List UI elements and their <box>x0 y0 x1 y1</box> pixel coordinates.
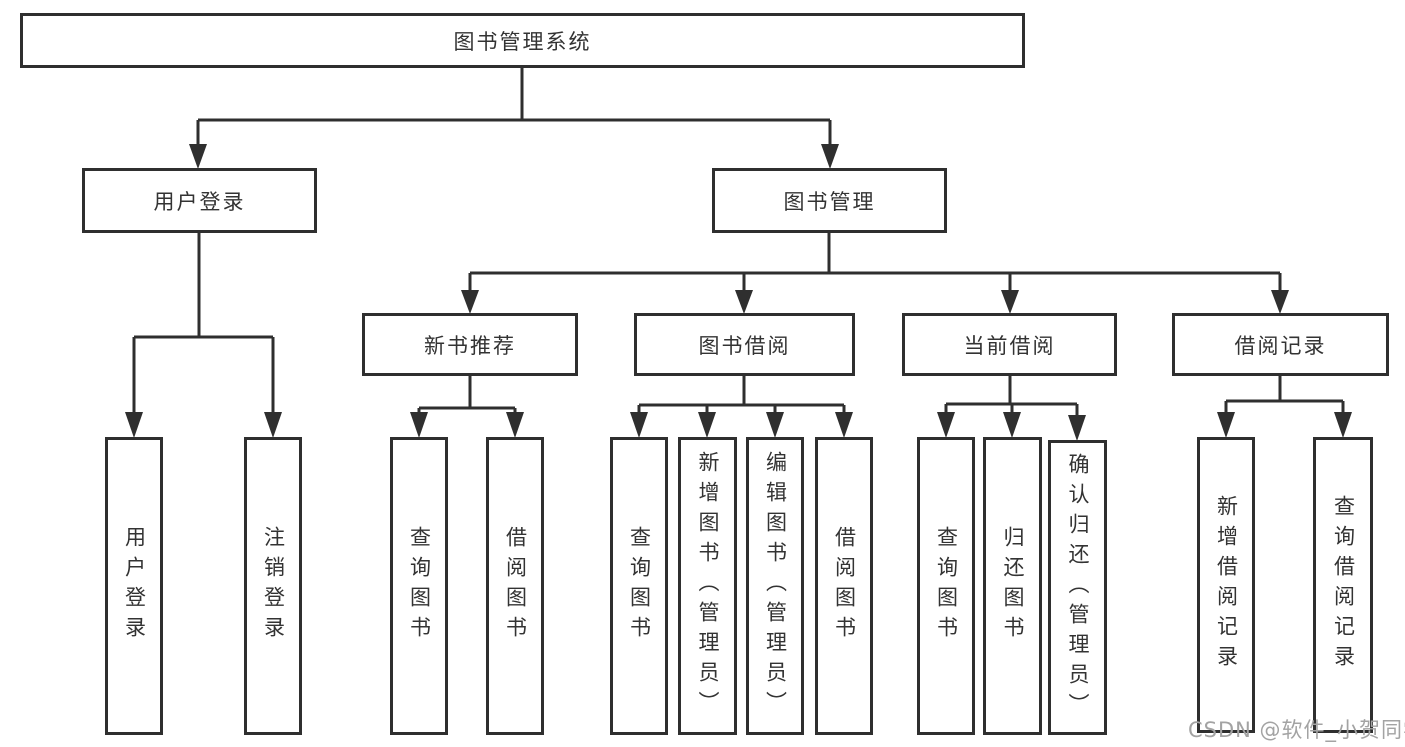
node-book-management: 图书管理 <box>712 168 947 233</box>
node-user-login: 用户登录 <box>82 168 317 233</box>
connector-new-book <box>417 376 517 415</box>
node-user-login-label: 用户登录 <box>153 189 246 214</box>
leaf-query-books-recommend: 查询图书 <box>390 437 448 735</box>
csdn-watermark: CSDN @软件_小贺同学 <box>1188 718 1405 742</box>
leaf-return-books: 归还图书 <box>983 437 1042 735</box>
leaf-query-books-borrowing: 查询图书 <box>610 437 668 735</box>
leaf-query-borrow-record: 查询借阅记录 <box>1313 437 1373 733</box>
arrowheads <box>125 144 1352 441</box>
leaf-query-books-borrowing-label: 查询图书 <box>627 526 652 646</box>
node-current-borrowing-label: 当前借阅 <box>963 333 1056 358</box>
node-borrowing-records-label: 借阅记录 <box>1234 333 1327 358</box>
connector-book-management <box>468 233 1282 291</box>
leaf-borrow-books-recommend-label: 借阅图书 <box>503 526 528 646</box>
leaf-edit-book-admin: 编辑图书（管理员） <box>746 437 804 735</box>
connector-borrowing-records <box>1224 376 1345 415</box>
leaf-query-borrow-record-label: 查询借阅记录 <box>1331 495 1356 675</box>
connector-root <box>196 68 832 146</box>
leaf-user-login-label: 用户登录 <box>122 526 147 646</box>
leaf-query-books-recommend-label: 查询图书 <box>407 526 432 646</box>
node-book-borrowing-label: 图书借阅 <box>698 333 791 358</box>
leaf-return-books-label: 归还图书 <box>1001 526 1025 646</box>
node-book-borrowing: 图书借阅 <box>634 313 855 376</box>
node-root: 图书管理系统 <box>20 13 1025 68</box>
leaf-borrow-books-borrowing-label: 借阅图书 <box>832 526 857 646</box>
leaf-edit-book-admin-label: 编辑图书（管理员） <box>763 451 788 721</box>
node-new-book-recommend-label: 新书推荐 <box>424 333 516 358</box>
node-new-book-recommend: 新书推荐 <box>362 313 578 376</box>
connector-current-borrowing <box>944 376 1079 418</box>
node-current-borrowing: 当前借阅 <box>902 313 1117 376</box>
node-borrowing-records: 借阅记录 <box>1172 313 1389 376</box>
node-root-label: 图书管理系统 <box>453 29 592 54</box>
connector-user-login <box>132 233 275 415</box>
leaf-borrow-books-recommend: 借阅图书 <box>486 437 544 735</box>
leaf-add-borrow-record-label: 新增借阅记录 <box>1214 495 1239 675</box>
leaf-query-books-current: 查询图书 <box>917 437 975 735</box>
leaf-logout: 注销登录 <box>244 437 302 735</box>
node-book-management-label: 图书管理 <box>783 189 876 214</box>
leaf-add-book-admin: 新增图书（管理员） <box>678 437 737 735</box>
leaf-user-login: 用户登录 <box>105 437 163 735</box>
leaf-add-borrow-record: 新增借阅记录 <box>1197 437 1255 733</box>
connector-book-borrowing <box>637 376 846 415</box>
leaf-confirm-return-admin: 确认归还（管理员） <box>1048 440 1107 735</box>
leaf-confirm-return-admin-label: 确认归还（管理员） <box>1066 452 1090 723</box>
leaf-add-book-admin-label: 新增图书（管理员） <box>696 451 720 721</box>
leaf-logout-label: 注销登录 <box>261 526 286 646</box>
leaf-borrow-books-borrowing: 借阅图书 <box>815 437 873 735</box>
leaf-query-books-current-label: 查询图书 <box>934 526 959 646</box>
